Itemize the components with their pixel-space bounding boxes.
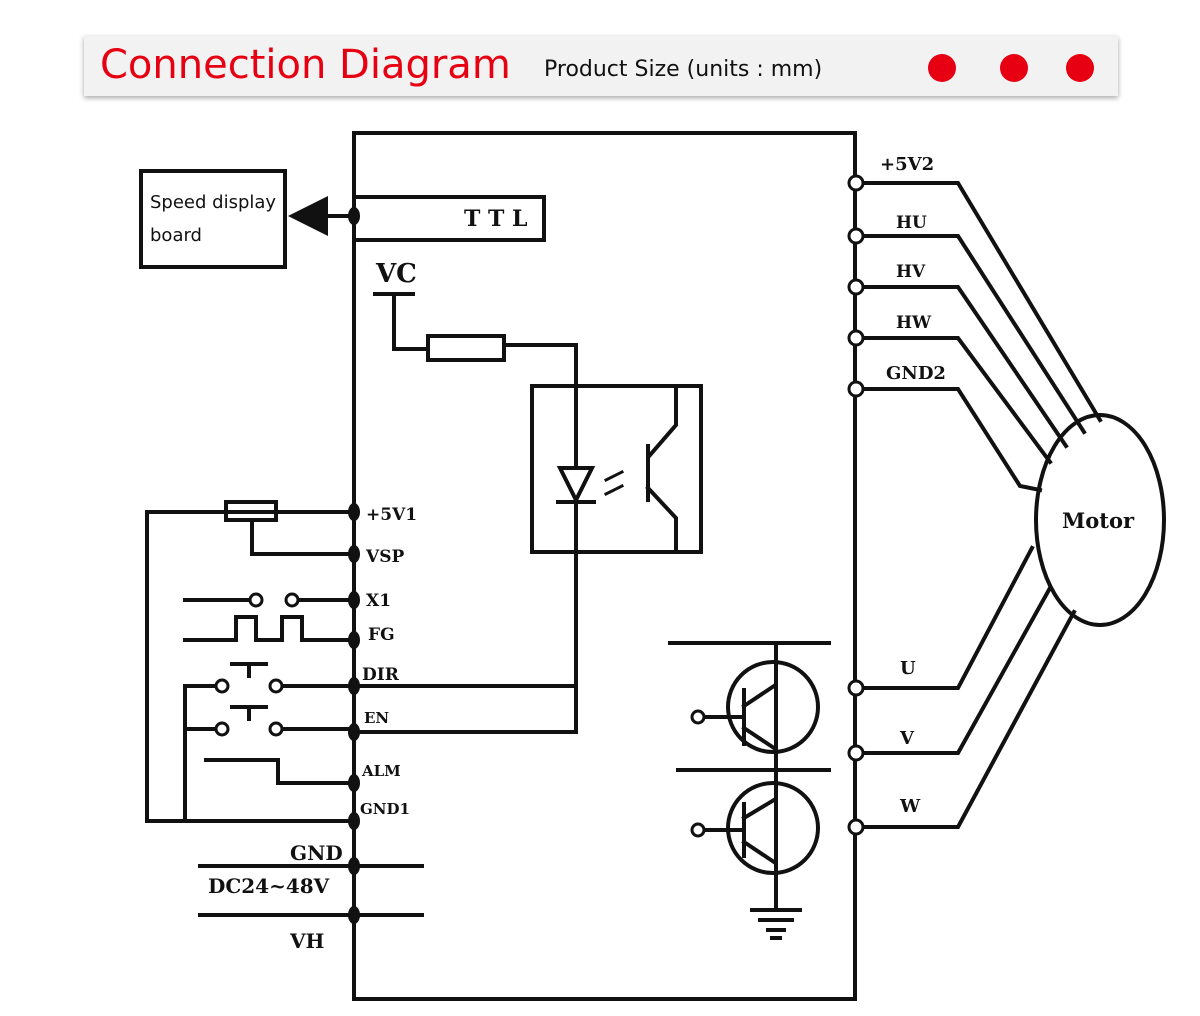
terminal-gnd2-label: GND2 — [886, 363, 946, 384]
decorative-dot-1 — [928, 54, 956, 82]
terminal-alm-label: ALM — [361, 762, 401, 780]
page-subtitle: Product Size (units : mm) — [544, 57, 823, 82]
terminal-hv-label: HV — [896, 262, 926, 282]
terminal-hw-label: HW — [896, 313, 932, 333]
terminal-x1-label: X1 — [366, 591, 391, 611]
vc-resistor — [426, 334, 506, 362]
terminal-w-label: W — [899, 796, 921, 817]
page-title: Connection Diagram — [100, 42, 511, 88]
terminal-u-label: U — [900, 658, 916, 679]
decorative-dot-2 — [1000, 54, 1028, 82]
ttl-label: T T L — [464, 206, 528, 232]
terminal-hu-label: HU — [896, 213, 927, 233]
speed-display-label-1: Speed display — [150, 192, 276, 213]
terminal-gnd1-label: GND1 — [360, 800, 410, 818]
power-voltage-label: DC24~48V — [208, 874, 330, 898]
decorative-dot-3 — [1066, 54, 1094, 82]
speed-display-label-2: board — [150, 225, 202, 246]
led-icon — [556, 466, 596, 505]
header-banner: Connection Diagram Product Size (units :… — [84, 36, 1118, 96]
motor — [1034, 413, 1166, 627]
potentiometer — [224, 500, 278, 522]
terminal-fg-label: FG — [368, 625, 395, 645]
terminal-5v2-label: +5V2 — [880, 154, 934, 175]
speed-display-board — [139, 169, 287, 269]
optocoupler — [530, 384, 703, 554]
power-vh-label: VH — [289, 929, 324, 953]
driver-box — [352, 131, 857, 1001]
vc-label: VC — [375, 259, 417, 289]
motor-label: Motor — [1062, 508, 1135, 533]
terminal-v-label: V — [899, 728, 915, 749]
power-gnd-label: GND — [290, 841, 343, 865]
terminal-vsp-label: VSP — [365, 547, 404, 567]
terminal-5v1-label: +5V1 — [366, 505, 417, 525]
terminal-en-label: EN — [364, 709, 389, 727]
terminal-dir-label: DIR — [362, 665, 400, 685]
